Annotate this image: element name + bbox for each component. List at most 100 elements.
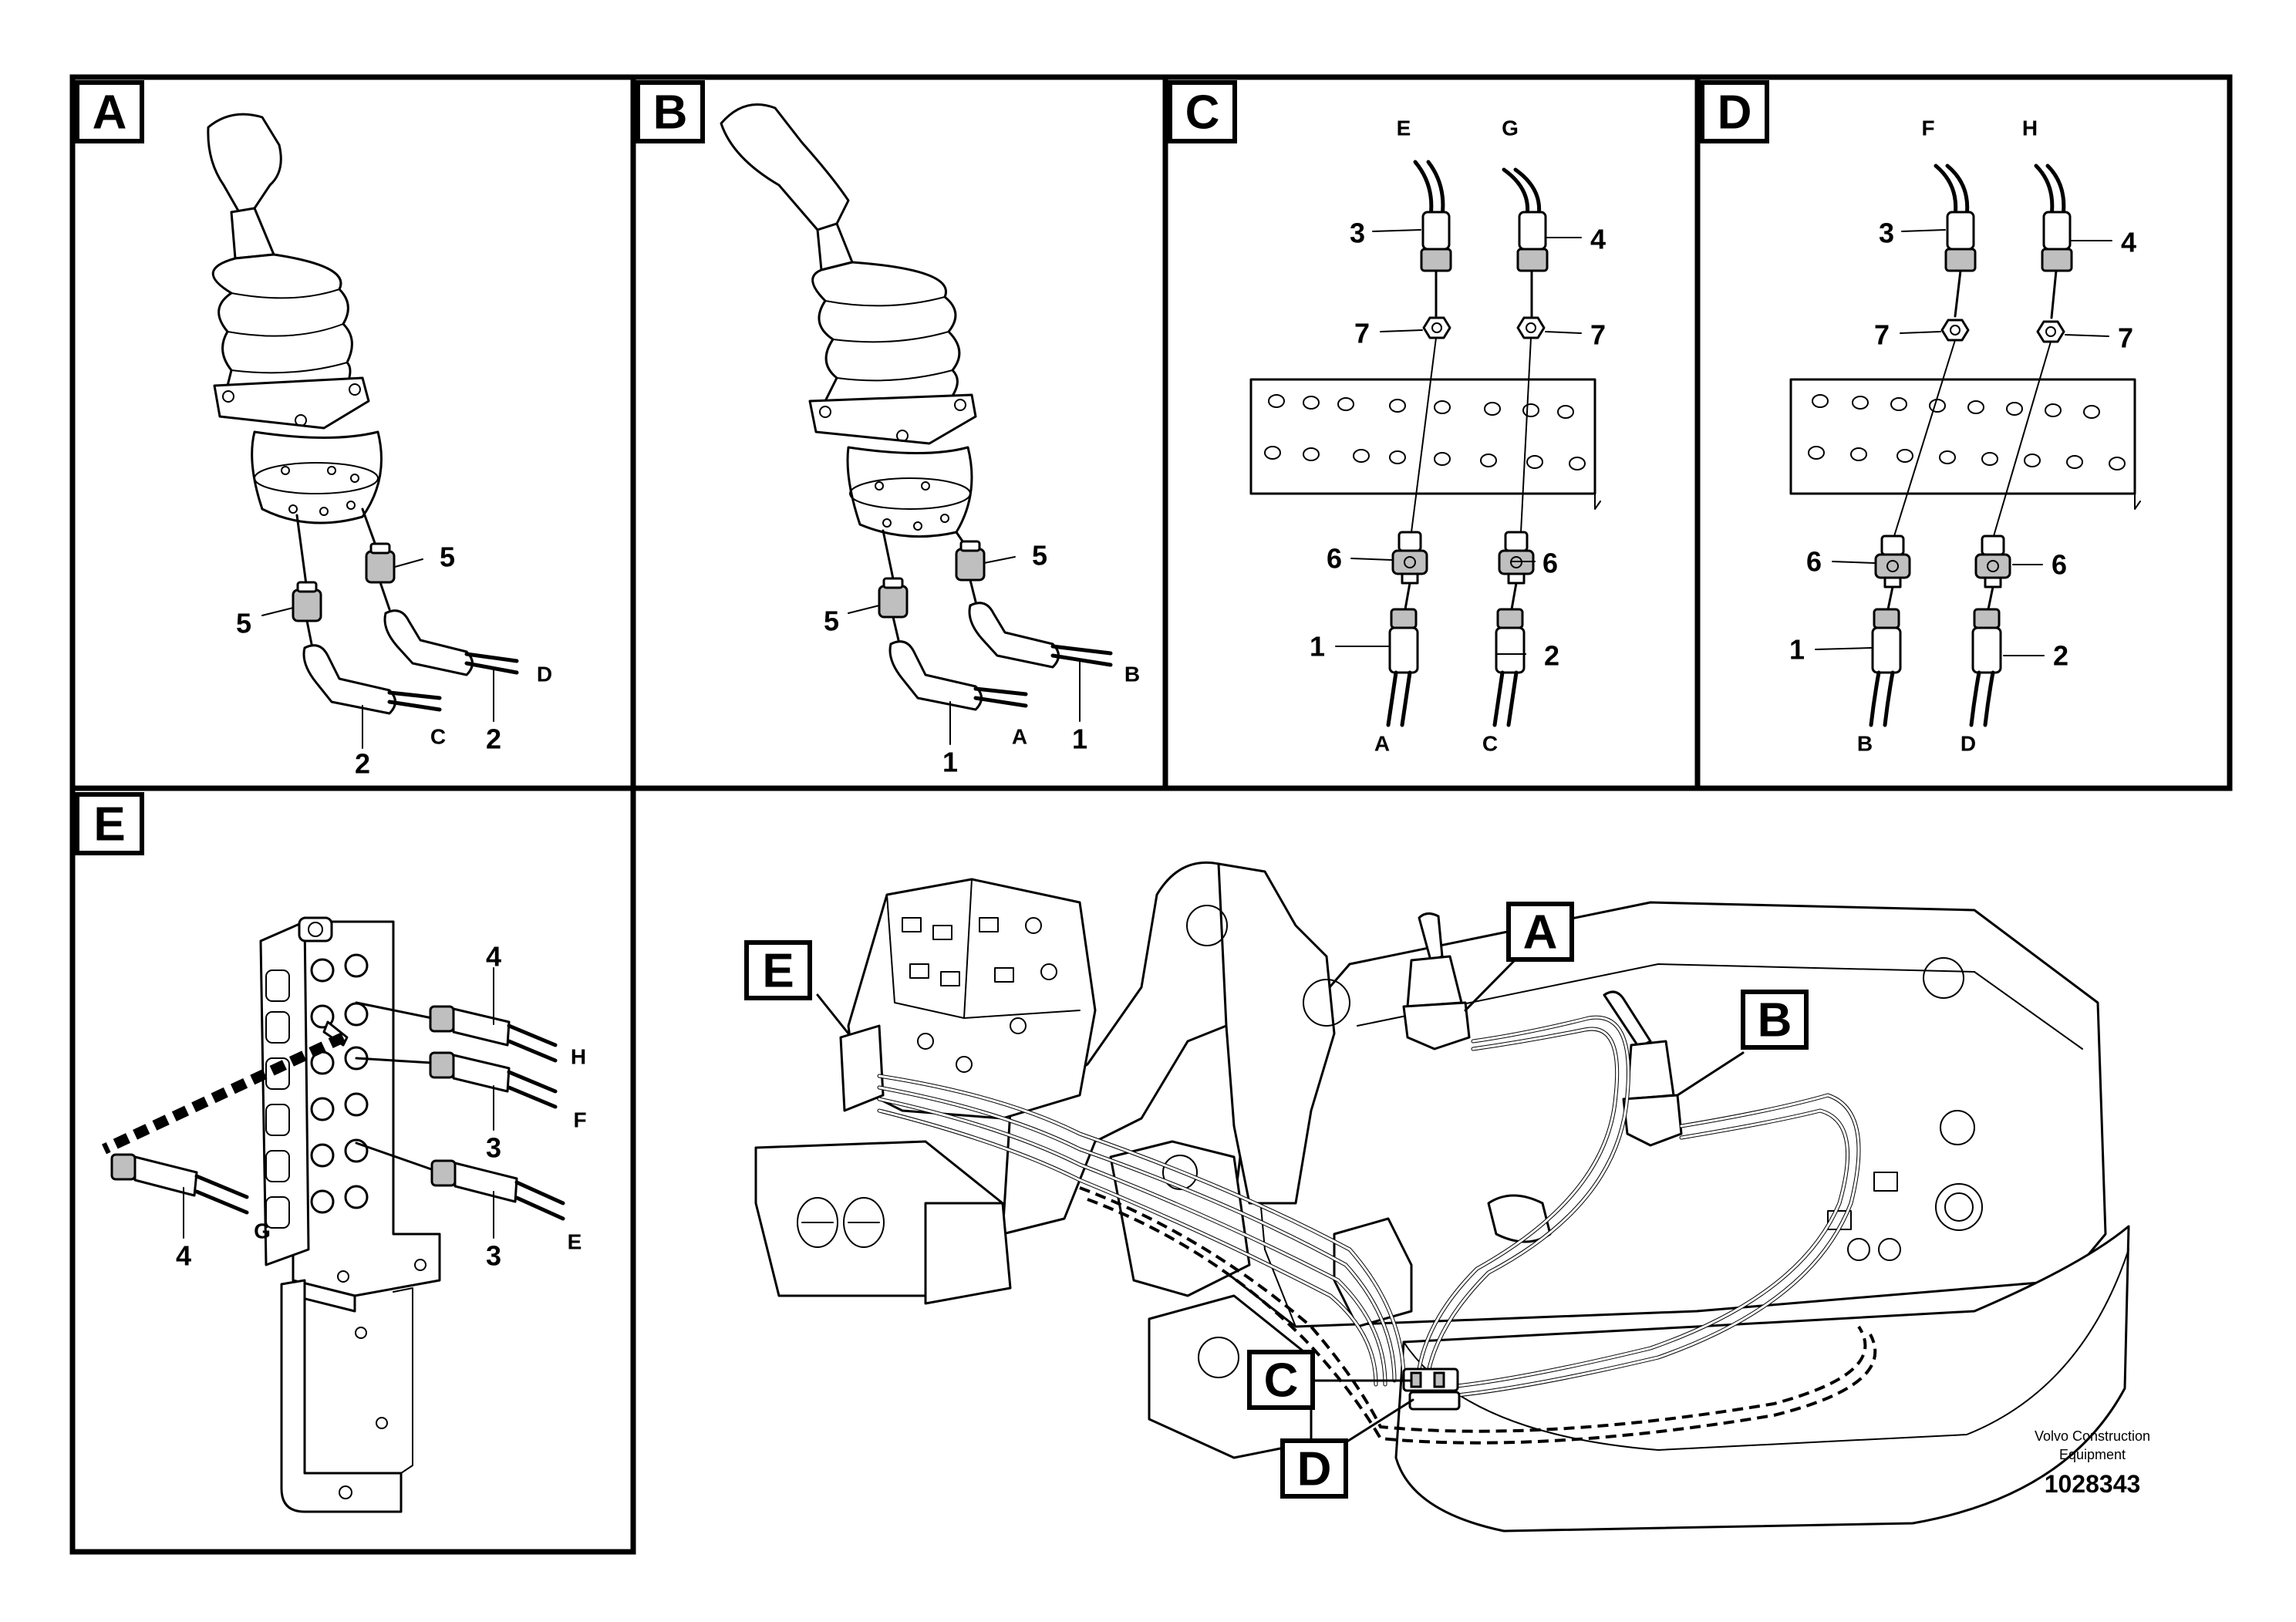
hose-end-label-a: A: [1012, 725, 1027, 749]
bulkhead-union-left: [1391, 531, 1428, 585]
panel-b-tag: B: [653, 86, 688, 140]
hose-end-label-b: B: [1124, 663, 1140, 686]
hose-g: [110, 1153, 249, 1215]
adapter-fitting-right: [955, 540, 986, 582]
top-end-label-f: F: [1921, 116, 1934, 140]
lock-nut-left: [1940, 319, 1970, 342]
callout-2-right: 2: [486, 723, 501, 755]
lock-nut-left: [1422, 316, 1451, 339]
callout-7-left: 7: [1354, 318, 1370, 349]
leader-d: [1344, 1398, 1414, 1444]
adapter-fitting-right: [365, 542, 396, 584]
leader-e: [816, 993, 850, 1035]
panel-d-frame: [1694, 74, 2233, 791]
leader-a: [1464, 959, 1516, 1012]
brand-line-1: Volvo Construction: [2035, 1428, 2150, 1444]
panel-a: A: [75, 80, 552, 780]
hose-end-d: [1971, 626, 2002, 674]
callout-6-right: 6: [2052, 549, 2067, 581]
hose-end-b: [1871, 626, 1902, 674]
lock-nut-right: [1516, 316, 1546, 339]
overview-tag-e: E: [762, 945, 794, 998]
panel-d: D F H: [1700, 80, 2141, 756]
hose-end-label-c: C: [430, 725, 446, 749]
top-end-label-e: E: [1397, 116, 1411, 140]
hose-end-label-g: G: [254, 1219, 271, 1243]
overview-tag-d: D: [1297, 1443, 1332, 1496]
callout-3-e: 3: [486, 1240, 501, 1272]
hose-end-c: [1495, 626, 1526, 674]
callout-4-h: 4: [486, 941, 501, 973]
hose-f: [429, 1051, 558, 1109]
bottom-end-label-a: A: [1374, 732, 1390, 756]
joystick-illustration: [207, 113, 383, 524]
bottom-end-label-b: B: [1857, 732, 1873, 756]
bulkhead-union-right: [1974, 534, 2011, 588]
hose-end-e: [1421, 211, 1451, 251]
callout-1-right: 1: [1072, 723, 1087, 755]
callout-2: 2: [1544, 640, 1559, 672]
callout-7-left: 7: [1874, 319, 1890, 351]
hose-end-label-f: F: [573, 1108, 586, 1132]
panel-e: E: [75, 792, 587, 1513]
panel-d-tag: D: [1718, 86, 1752, 140]
panel-b: B: [636, 80, 1140, 778]
callout-4: 4: [1590, 224, 1606, 255]
bottom-end-label-c: C: [1482, 732, 1498, 756]
callout-6-left: 6: [1806, 546, 1822, 578]
callout-5-right: 5: [440, 541, 455, 573]
hose-end-f: [1946, 211, 1975, 251]
hose-end-label-e: E: [568, 1230, 582, 1254]
panel-e-frame: [69, 785, 636, 1555]
hose-elbow-left: [888, 640, 1028, 711]
callout-4-g: 4: [176, 1240, 191, 1272]
hose-elbow-right: [383, 609, 519, 676]
leader-b: [1676, 1051, 1745, 1097]
hose-end-g: [1518, 211, 1547, 251]
hose-end-a: [1388, 626, 1419, 674]
callout-7-right: 7: [1590, 319, 1606, 351]
hose-e: [430, 1159, 565, 1221]
bottom-end-label-d: D: [1961, 732, 1976, 756]
panel-a-tag: A: [93, 86, 127, 140]
brand-line-2: Equipment: [2059, 1447, 2126, 1462]
overview-tag-b: B: [1758, 994, 1792, 1047]
callout-6-left: 6: [1327, 543, 1342, 575]
hose-h: [429, 1005, 558, 1063]
hose-elbow-left: [302, 644, 442, 715]
hose-end-h: [2042, 211, 2072, 251]
hose-end-label-h: H: [571, 1045, 586, 1069]
bulkhead-plate: [1249, 378, 1601, 510]
callout-2-left: 2: [355, 748, 370, 780]
callout-4: 4: [2121, 227, 2136, 258]
callout-3: 3: [1879, 218, 1894, 249]
panel-c-tag: C: [1185, 86, 1220, 140]
hose-end-label-d: D: [537, 663, 552, 686]
document-number: 1028343: [2045, 1470, 2141, 1498]
bulkhead-union-left: [1874, 534, 1911, 588]
panel-e-tag: E: [93, 798, 125, 851]
callout-1: 1: [1789, 634, 1805, 666]
panel-c: C E G: [1168, 80, 1606, 756]
lock-nut-right: [2036, 320, 2065, 343]
callout-3: 3: [1350, 218, 1365, 249]
callout-6-right: 6: [1542, 548, 1558, 579]
bulkhead-union-right: [1498, 531, 1535, 585]
top-end-label-g: G: [1502, 116, 1519, 140]
overview-tag-c: C: [1264, 1354, 1299, 1408]
bulkhead-plate: [1789, 378, 2141, 510]
adapter-fitting-left: [878, 577, 909, 619]
top-end-label-h: H: [2022, 116, 2038, 140]
joystick-illustration: [720, 103, 977, 538]
callout-1-left: 1: [942, 747, 958, 778]
callout-1: 1: [1310, 631, 1325, 663]
adapter-fitting-left: [292, 581, 322, 622]
callout-7-right: 7: [2118, 322, 2133, 354]
overview-tag-a: A: [1523, 906, 1558, 959]
callout-5-right: 5: [1032, 540, 1047, 572]
callout-5-left: 5: [824, 605, 839, 637]
hose-elbow-right: [968, 602, 1113, 669]
callout-2: 2: [2053, 640, 2068, 672]
overview-illustration: [754, 861, 2130, 1533]
